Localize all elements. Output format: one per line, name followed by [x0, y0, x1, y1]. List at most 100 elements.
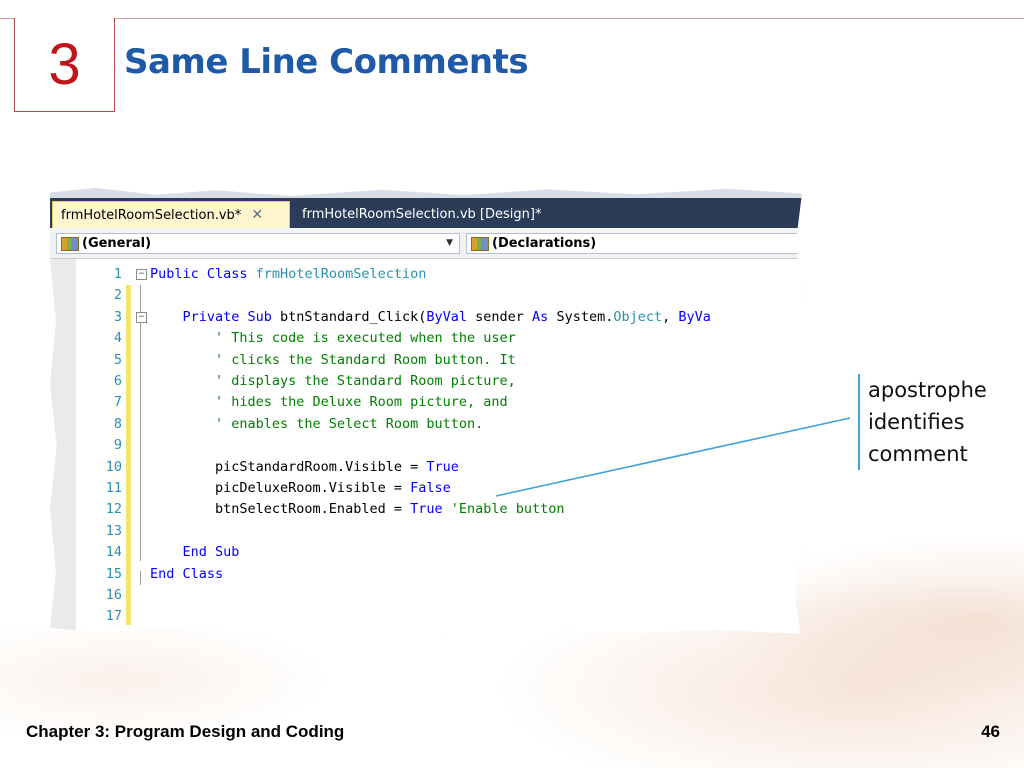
code-text: ' clicks the Standard Room button. It	[150, 350, 516, 371]
tab-design-file[interactable]: frmHotelRoomSelection.vb [Design]*	[294, 201, 549, 228]
outline-guide-end	[140, 571, 141, 585]
code-line[interactable]: 1 −Public Class frmHotelRoomSelection	[50, 264, 802, 285]
code-token: ByVal	[426, 308, 476, 325]
code-line[interactable]: 17	[50, 606, 802, 627]
code-text: picStandardRoom.Visible = True	[150, 457, 459, 478]
code-text: ' This code is executed when the user	[150, 328, 516, 349]
class-name-value: (General)	[82, 236, 152, 251]
code-text: ' hides the Deluxe Room picture, and	[150, 392, 508, 413]
code-token: End Class	[150, 565, 224, 582]
code-token: False	[410, 480, 451, 496]
tab-code-file-label: frmHotelRoomSelection.vb*	[61, 207, 242, 223]
toolbar-strip	[50, 188, 802, 198]
footer-chapter: Chapter 3: Program Design and Coding	[26, 722, 345, 741]
code-line[interactable]: 10 picStandardRoom.Visible = True	[50, 457, 802, 478]
code-line[interactable]: 14 End Sub	[50, 542, 802, 563]
code-text: ' displays the Standard Room picture,	[150, 371, 516, 392]
collapse-icon[interactable]: −	[136, 311, 147, 323]
method-icon	[471, 236, 489, 251]
code-token: picStandardRoom.Visible =	[150, 458, 427, 475]
document-tab-bar: frmHotelRoomSelection.vb* ✕ frmHotelRoom…	[50, 198, 802, 228]
callout-annotation: apostrophe identifies comment	[858, 374, 987, 470]
code-line[interactable]: 2	[50, 285, 802, 306]
line-number: 15	[105, 565, 122, 582]
chapter-number-box: 3	[14, 18, 115, 112]
code-token: As	[532, 308, 557, 325]
code-line[interactable]: 9	[50, 435, 802, 456]
code-token: Object	[613, 308, 663, 325]
code-token: frmHotelRoomSelection	[255, 266, 427, 282]
line-number: 5	[113, 351, 122, 368]
callout-line-1: apostrophe	[868, 378, 987, 402]
code-token: picDeluxeRoom.Visible =	[150, 480, 411, 496]
code-token: Private Sub	[150, 308, 281, 325]
line-number: 16	[105, 587, 122, 603]
code-text: Public Class frmHotelRoomSelection	[150, 264, 426, 285]
code-token: ByVa	[678, 308, 711, 325]
code-token: 'Enable button	[450, 501, 565, 518]
code-token: True	[410, 501, 451, 518]
chapter-number: 3	[48, 31, 81, 97]
line-number: 4	[113, 330, 122, 347]
code-line[interactable]: 7 ' hides the Deluxe Room picture, and	[50, 392, 802, 413]
code-text: Private Sub btnStandard_Click(ByVal send…	[150, 307, 711, 328]
callout-line-2: identifies	[868, 410, 965, 434]
collapse-icon[interactable]: −	[136, 269, 147, 280]
code-text: btnSelectRoom.Enabled = True 'Enable but…	[150, 499, 565, 520]
method-name-value: (Declarations)	[492, 236, 597, 251]
code-text: ' enables the Select Room button.	[150, 414, 483, 435]
code-text: End Sub	[150, 542, 240, 563]
code-line[interactable]: 4 ' This code is executed when the user	[50, 328, 802, 349]
line-number: 6	[113, 373, 122, 389]
code-token: ' hides the Deluxe Room picture, and	[150, 394, 508, 411]
code-token: btnStandard_Click(	[280, 308, 427, 325]
code-line[interactable]: 8 ' enables the Select Room button.	[50, 414, 802, 435]
tab-code-file[interactable]: frmHotelRoomSelection.vb* ✕	[52, 201, 290, 228]
code-token: System.	[556, 308, 614, 325]
method-name-dropdown[interactable]: (Declarations)	[466, 233, 802, 254]
dropdown-arrow-icon: ▼	[446, 238, 453, 248]
code-text: picDeluxeRoom.Visible = False	[150, 478, 451, 499]
code-line[interactable]: 11 picDeluxeRoom.Visible = False	[50, 478, 802, 499]
line-number: 11	[105, 480, 122, 496]
line-number: 1	[113, 266, 122, 282]
code-token: ' clicks the Standard Room button. It	[150, 351, 516, 368]
code-token: End Sub	[150, 544, 240, 561]
outline-guide	[140, 285, 141, 561]
line-number: 9	[113, 437, 122, 454]
line-number: 7	[113, 394, 122, 411]
line-number: 12	[105, 501, 122, 518]
line-number: 13	[105, 522, 122, 539]
line-number: 17	[105, 608, 122, 625]
code-line[interactable]: 13	[50, 521, 802, 542]
code-token: ' This code is executed when the user	[150, 330, 516, 347]
top-rule	[0, 18, 1024, 19]
class-icon	[61, 236, 79, 251]
code-line[interactable]: 12 btnSelectRoom.Enabled = True 'Enable …	[50, 499, 802, 520]
code-token: ' displays the Standard Room picture,	[150, 373, 516, 389]
code-token: Public Class	[150, 266, 256, 282]
code-line[interactable]: 16	[50, 585, 802, 606]
code-line[interactable]: 5 ' clicks the Standard Room button. It	[50, 350, 802, 371]
line-number: 14	[105, 544, 122, 561]
tab-design-file-label: frmHotelRoomSelection.vb [Design]*	[302, 207, 542, 222]
line-number: 10	[105, 458, 122, 475]
code-token: ' enables the Select Room button.	[150, 415, 484, 432]
navigation-bar: (General) ▼ (Declarations)	[50, 230, 802, 259]
ide-screenshot: frmHotelRoomSelection.vb* ✕ frmHotelRoom…	[50, 188, 802, 634]
slide-title: Same Line Comments	[124, 42, 529, 82]
class-name-dropdown[interactable]: (General) ▼	[56, 233, 460, 254]
code-token: ,	[662, 308, 679, 325]
change-tracking-bar	[126, 285, 131, 625]
close-icon[interactable]: ✕	[251, 207, 264, 223]
code-line[interactable]: 15 End Class	[50, 564, 802, 585]
code-token: True	[426, 458, 459, 475]
callout-line-3: comment	[868, 442, 968, 466]
page-number: 46	[981, 722, 1000, 741]
code-token: btnSelectRoom.Enabled =	[150, 501, 411, 518]
code-token: sender	[475, 308, 533, 325]
code-line[interactable]: 3− Private Sub btnStandard_Click(ByVal s…	[50, 307, 802, 328]
code-text: End Class	[150, 564, 223, 585]
code-line[interactable]: 6 ' displays the Standard Room picture,	[50, 371, 802, 392]
